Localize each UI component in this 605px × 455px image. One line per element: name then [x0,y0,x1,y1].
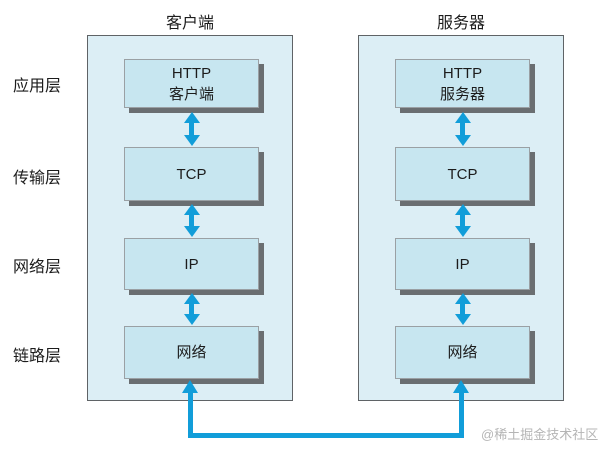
arrow-up-head-icon [454,204,471,215]
box-client-tcp: TCP [124,147,259,201]
arrow-shaft [460,215,465,226]
layer-label-link: 链路层 [13,348,62,365]
arrow-up-head-icon [454,112,471,123]
arrow-down-head-icon [183,314,200,325]
arrow-down-head-icon [454,314,471,325]
arrow-up-head-icon [183,204,200,215]
arrow-shaft [189,123,194,135]
bidirectional-arrow-icon [183,204,200,237]
arrow-up-head-icon [183,112,200,123]
connector-horizontal [187,433,464,438]
box-server-ip: IP [395,238,530,290]
arrow-shaft [189,215,194,226]
client-title: 客户端 [165,15,214,32]
bidirectional-arrow-icon [454,204,471,237]
layer-label-transport: 传输层 [13,170,62,187]
box-client-http: HTTP 客户端 [124,59,259,108]
arrow-shaft [460,304,465,314]
box-client-ip: IP [124,238,259,290]
bidirectional-arrow-icon [454,112,471,146]
box-server-tcp: TCP [395,147,530,201]
box-server-network: 网络 [395,326,530,379]
arrow-down-head-icon [183,226,200,237]
arrow-up-head-icon [183,293,200,304]
arrow-down-head-icon [454,135,471,146]
bidirectional-arrow-icon [454,293,471,325]
arrow-shaft [460,123,465,135]
bidirectional-arrow-icon [183,293,200,325]
layer-label-network: 网络层 [13,259,62,276]
connector-arrowhead-right-icon [453,380,469,393]
layer-label-application: 应用层 [13,78,62,95]
connector-vertical-left [187,392,193,438]
watermark: @稀土掘金技术社区 [481,427,599,442]
arrow-shaft [189,304,194,314]
arrow-down-head-icon [454,226,471,237]
client-panel: HTTP 客户端 TCP IP 网络 [87,35,293,401]
server-title: 服务器 [436,15,485,32]
box-client-network: 网络 [124,326,259,379]
arrow-down-head-icon [183,135,200,146]
connector-vertical-right [458,392,464,438]
box-server-http: HTTP 服务器 [395,59,530,108]
server-panel: HTTP 服务器 TCP IP 网络 [358,35,564,401]
connector-arrowhead-left-icon [182,380,198,393]
bidirectional-arrow-icon [183,112,200,146]
arrow-up-head-icon [454,293,471,304]
